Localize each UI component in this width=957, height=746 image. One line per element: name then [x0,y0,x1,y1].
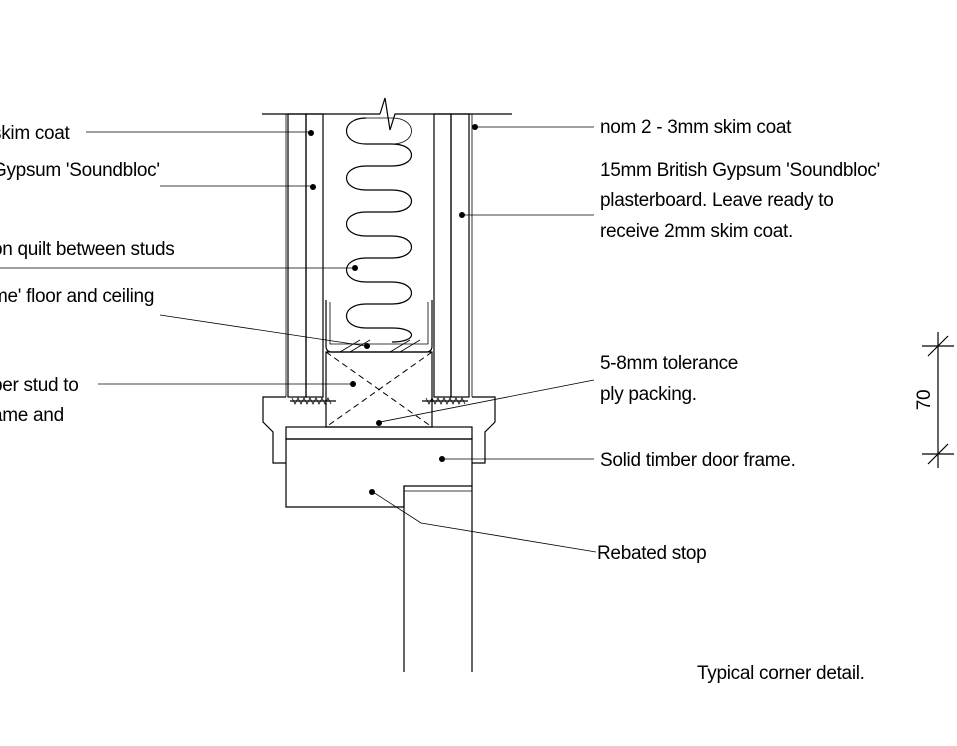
label-left-skim: skim coat [0,123,71,144]
wall-section [262,97,512,672]
door-frame [285,438,473,508]
architrave-right [472,396,496,464]
architrave-left [262,396,286,464]
dimension-70: 70 [914,332,954,468]
dimension-label: 70 [914,390,935,411]
leaders [0,124,597,553]
label-door-frame: Solid timber door frame. [600,450,796,471]
label-tolerance-1: 5-8mm tolerance [600,353,738,374]
label-left-frame: me' floor and ceiling [0,286,154,307]
plasterboard-left-inner [305,113,324,398]
insulation-quilt [346,117,412,343]
label-plasterboard-1: 15mm British Gypsum 'Soundbloc' [600,160,880,181]
label-left-stud: ber stud to [0,375,78,396]
ply-packing [285,426,473,440]
caption: Typical corner detail. [697,663,865,684]
plasterboard-right-inner [433,113,452,398]
label-plasterboard-3: receive 2mm skim coat. [600,221,793,242]
label-left-plaster: Gypsum 'Soundbloc' [0,160,160,181]
plasterboard-left-outer [287,113,307,398]
plasterboard-right-outer [450,113,470,398]
label-left-stud2: ame and [0,405,64,426]
screw-left [290,397,336,405]
label-rebated-stop: Rebated stop [597,543,706,564]
label-left-quilt: on quilt between studs [0,239,174,260]
label-plasterboard-2: plasterboard. Leave ready to [600,190,833,211]
label-skim-coat: nom 2 - 3mm skim coat [600,117,792,138]
label-tolerance-2: ply packing. [600,384,697,405]
screw-right [422,397,468,405]
